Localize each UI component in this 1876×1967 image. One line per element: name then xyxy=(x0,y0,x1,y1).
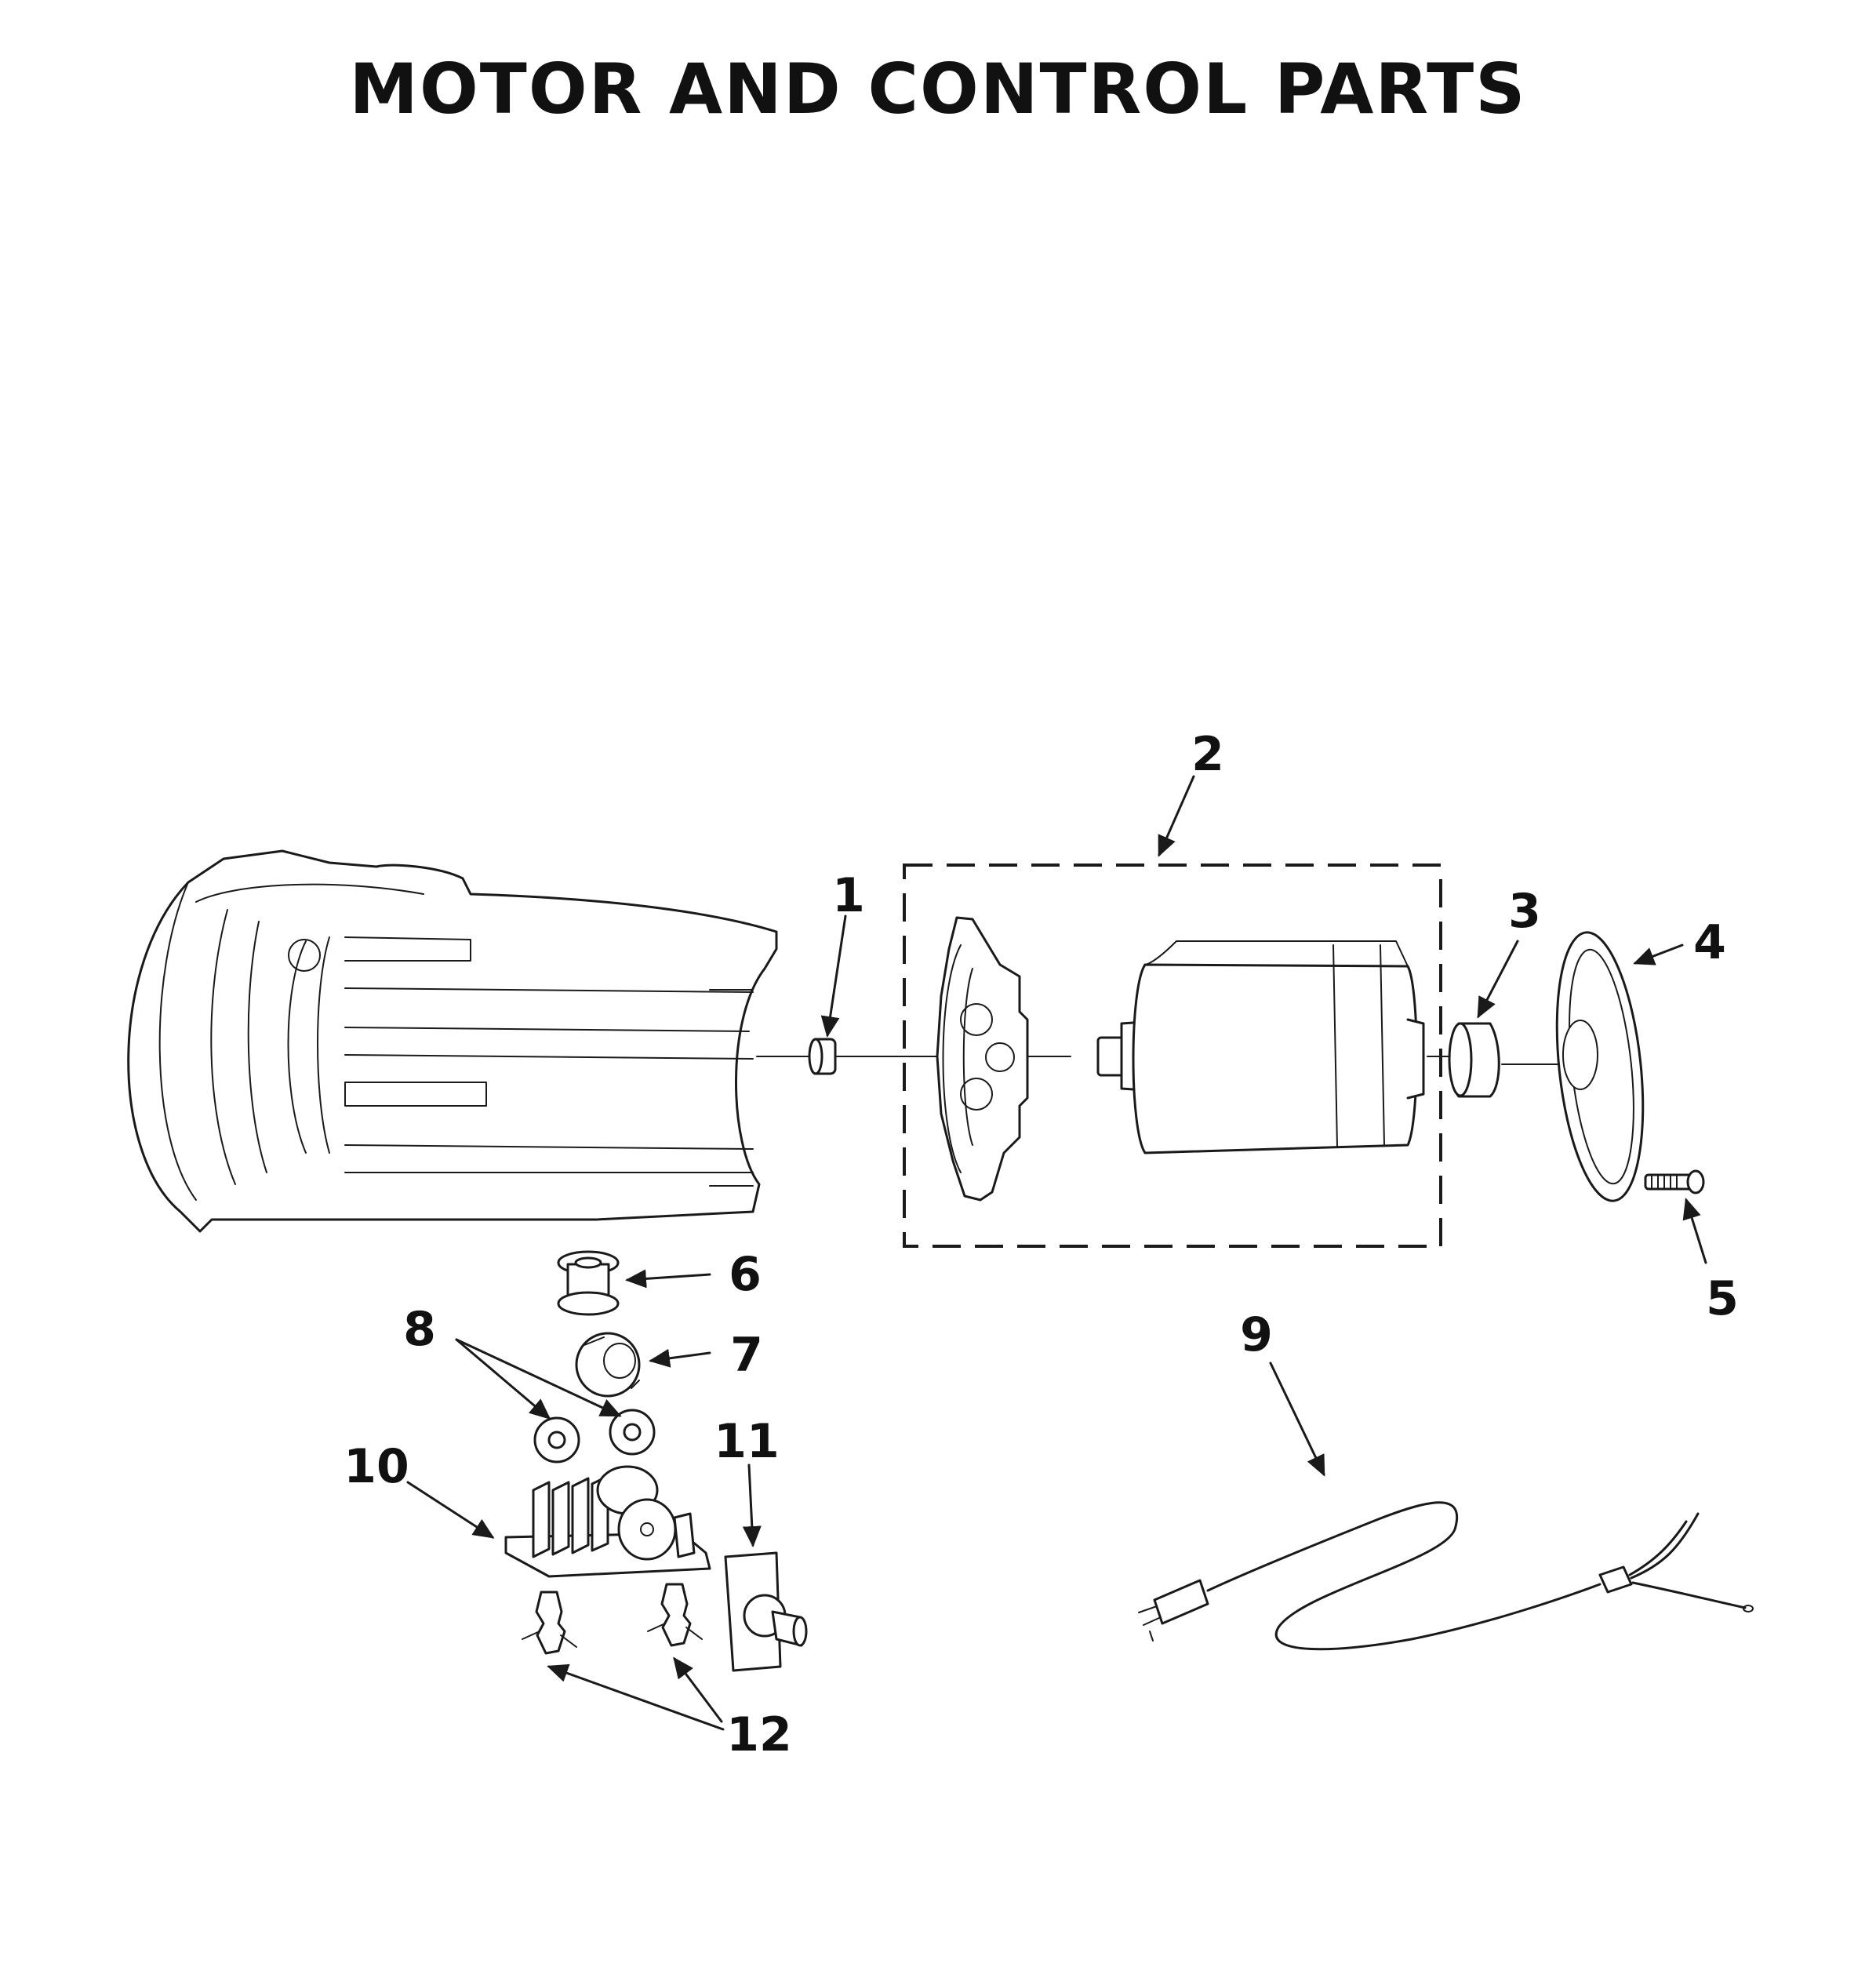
washer-part xyxy=(609,1409,656,1456)
collar-part xyxy=(575,1332,641,1398)
callout-2: 2 xyxy=(1191,727,1224,782)
page-title: MOTOR AND CONTROL PARTS xyxy=(349,49,1527,129)
spool-part xyxy=(557,1250,620,1316)
callout-8: 8 xyxy=(403,1302,436,1357)
callout-1: 1 xyxy=(832,868,865,923)
washer-part xyxy=(533,1416,580,1463)
power-cord-part xyxy=(1138,1501,1754,1651)
end-cap-part xyxy=(1555,931,1645,1202)
bearing-sleeve-part xyxy=(808,1038,837,1075)
callout-5: 5 xyxy=(1706,1271,1739,1326)
callout-4: 4 xyxy=(1693,915,1726,970)
callout-6: 6 xyxy=(729,1247,762,1302)
motor-part xyxy=(1096,940,1425,1154)
callout-7: 7 xyxy=(730,1328,763,1383)
bearing-part xyxy=(1448,1022,1500,1098)
screw-part xyxy=(1644,1169,1705,1194)
leader-arrows xyxy=(406,775,1707,1731)
brush-plate-part xyxy=(936,916,1029,1202)
clip-part xyxy=(647,1583,703,1647)
control-board-part xyxy=(504,1465,711,1578)
callout-10: 10 xyxy=(344,1439,409,1494)
callout-11: 11 xyxy=(714,1414,780,1469)
motor-housing xyxy=(127,849,778,1233)
callout-9: 9 xyxy=(1240,1307,1273,1362)
callout-3: 3 xyxy=(1508,884,1541,939)
switch-part xyxy=(724,1551,808,1672)
callout-12: 12 xyxy=(726,1707,792,1762)
clip-part xyxy=(522,1591,577,1655)
